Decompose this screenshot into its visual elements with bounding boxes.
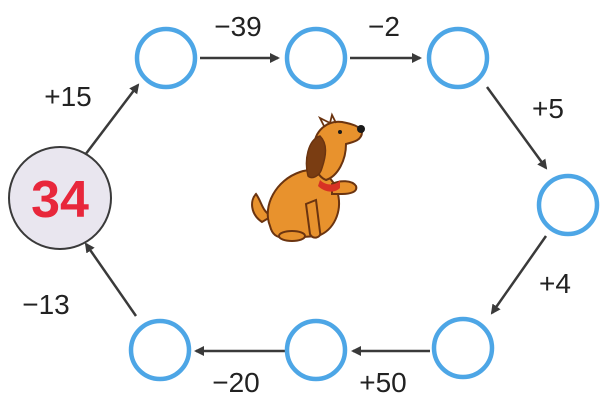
operation-label: +50 <box>359 367 407 398</box>
operation-label: +5 <box>532 93 564 124</box>
answer-blanks[interactable] <box>128 26 600 382</box>
arrow-blank-3-to-blank-4 <box>485 86 548 170</box>
start-node: 34 <box>8 146 112 250</box>
dog-ear <box>305 135 327 179</box>
dog-body <box>266 169 340 240</box>
blank-circle-3[interactable] <box>426 26 490 90</box>
operation-label: −13 <box>22 289 70 320</box>
dog-head <box>312 120 364 182</box>
start-value: 34 <box>31 171 89 229</box>
operation-labels: +15 −39 −2 +5 +4 +50 −20 −13 <box>22 11 571 398</box>
operation-label: +15 <box>44 81 92 112</box>
blank-circle-7[interactable] <box>128 318 192 382</box>
blank-circle-6[interactable] <box>284 318 348 382</box>
operation-label: −2 <box>368 11 400 42</box>
dog-back-foot <box>278 230 306 242</box>
blank-circle-2[interactable] <box>284 26 348 90</box>
dog-tuft <box>317 112 337 127</box>
arrow-start-to-blank-1 <box>84 83 140 156</box>
dog-front-leg <box>304 198 322 239</box>
dog-nose <box>357 125 365 133</box>
blank-circle-1[interactable] <box>134 26 198 90</box>
start-circle <box>8 146 112 250</box>
blank-circle-4[interactable] <box>536 173 600 237</box>
dog-collar <box>318 180 340 192</box>
blank-circle-5[interactable] <box>431 316 495 380</box>
operation-label: −39 <box>214 11 262 42</box>
operation-label: +4 <box>539 268 571 299</box>
operation-label: −20 <box>212 367 260 398</box>
dog-eye <box>338 130 342 134</box>
arrow-blank-7-to-start <box>84 242 138 317</box>
arrow-blank-4-to-blank-5 <box>490 235 548 315</box>
arrows <box>84 53 548 356</box>
dog-illustration <box>251 112 365 242</box>
